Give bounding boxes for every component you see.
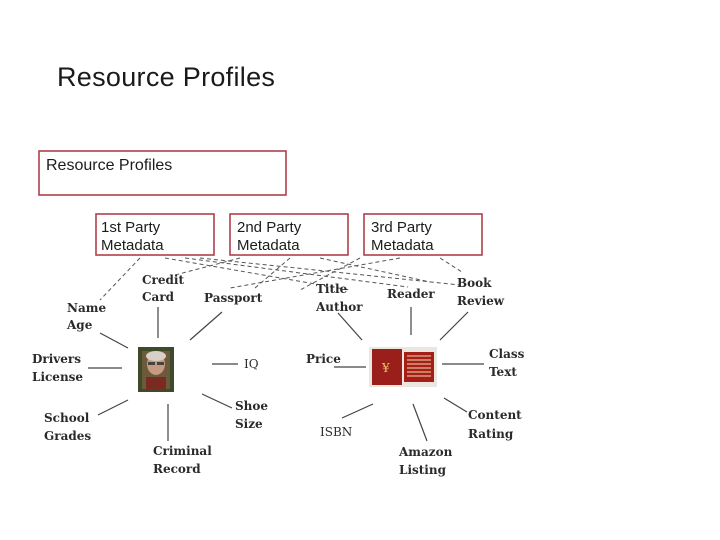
second-party-line2: Metadata (237, 237, 300, 254)
shoe-size-label: Shoe Size (235, 399, 268, 431)
third-party-line2: Metadata (371, 237, 434, 254)
price-label: Price (306, 352, 341, 366)
drivers-license-label: Drivers License (32, 352, 83, 384)
criminal-record-label: Criminal Record (153, 444, 212, 476)
reader-label: Reader (387, 287, 435, 301)
criminal-record-line2: Record (153, 462, 201, 476)
slide-title: Resource Profiles (57, 62, 276, 92)
shoe-size-line1: Shoe (235, 399, 268, 413)
title-author-line1: Title (316, 282, 348, 296)
drivers-license-line1: Drivers (32, 352, 81, 366)
first-party-metadata-box: 1st Party Metadata (95, 213, 215, 256)
passport-label: Passport (204, 291, 263, 305)
iq-label: IQ (244, 357, 259, 371)
class-text-line2: Text (489, 365, 517, 379)
metadata-links (99, 257, 463, 301)
book-image: ¥ (369, 347, 437, 387)
book-review-line2: Review (457, 294, 505, 308)
school-grades-label: School Grades (44, 411, 91, 443)
book-connectors (334, 307, 484, 442)
amazon-listing-line2: Listing (399, 463, 447, 477)
amazon-listing-label: Amazon Listing (398, 445, 453, 477)
school-grades-line2: Grades (44, 429, 91, 443)
svg-text:¥: ¥ (381, 361, 390, 375)
first-party-line2: Metadata (101, 237, 164, 254)
criminal-record-line1: Criminal (153, 444, 212, 458)
shoe-size-line2: Size (235, 417, 263, 431)
title-author-label: Title Author (315, 282, 363, 314)
person-connectors (88, 307, 238, 441)
name-age-line1: Name (67, 301, 106, 315)
second-party-metadata-box: 2nd Party Metadata (229, 213, 349, 256)
second-party-line1: 2nd Party (237, 219, 302, 236)
person-photo (138, 347, 174, 392)
third-party-line1: 3rd Party (371, 219, 432, 236)
drivers-license-line2: License (32, 370, 83, 384)
content-rating-line1: Content (468, 408, 522, 422)
school-grades-line1: School (44, 411, 90, 425)
main-box-label: Resource Profiles (46, 157, 172, 174)
credit-card-line2: Card (142, 290, 175, 304)
credit-card-label: Credit Card (142, 273, 184, 304)
class-text-line1: Class (489, 347, 525, 361)
name-age-line2: Age (66, 318, 93, 332)
title-author-line2: Author (315, 300, 363, 314)
main-resource-profiles-box: Resource Profiles (38, 150, 287, 196)
credit-card-line1: Credit (142, 273, 184, 287)
content-rating-label: Content Rating (468, 408, 522, 441)
book-review-line1: Book (457, 276, 492, 290)
first-party-line1: 1st Party (101, 219, 161, 236)
name-age-label: Name Age (66, 301, 106, 332)
class-text-label: Class Text (489, 347, 525, 379)
isbn-label: ISBN (320, 425, 352, 439)
content-rating-line2: Rating (468, 427, 514, 441)
amazon-listing-line1: Amazon (398, 445, 453, 459)
third-party-metadata-box: 3rd Party Metadata (363, 213, 483, 256)
book-review-label: Book Review (457, 276, 505, 308)
